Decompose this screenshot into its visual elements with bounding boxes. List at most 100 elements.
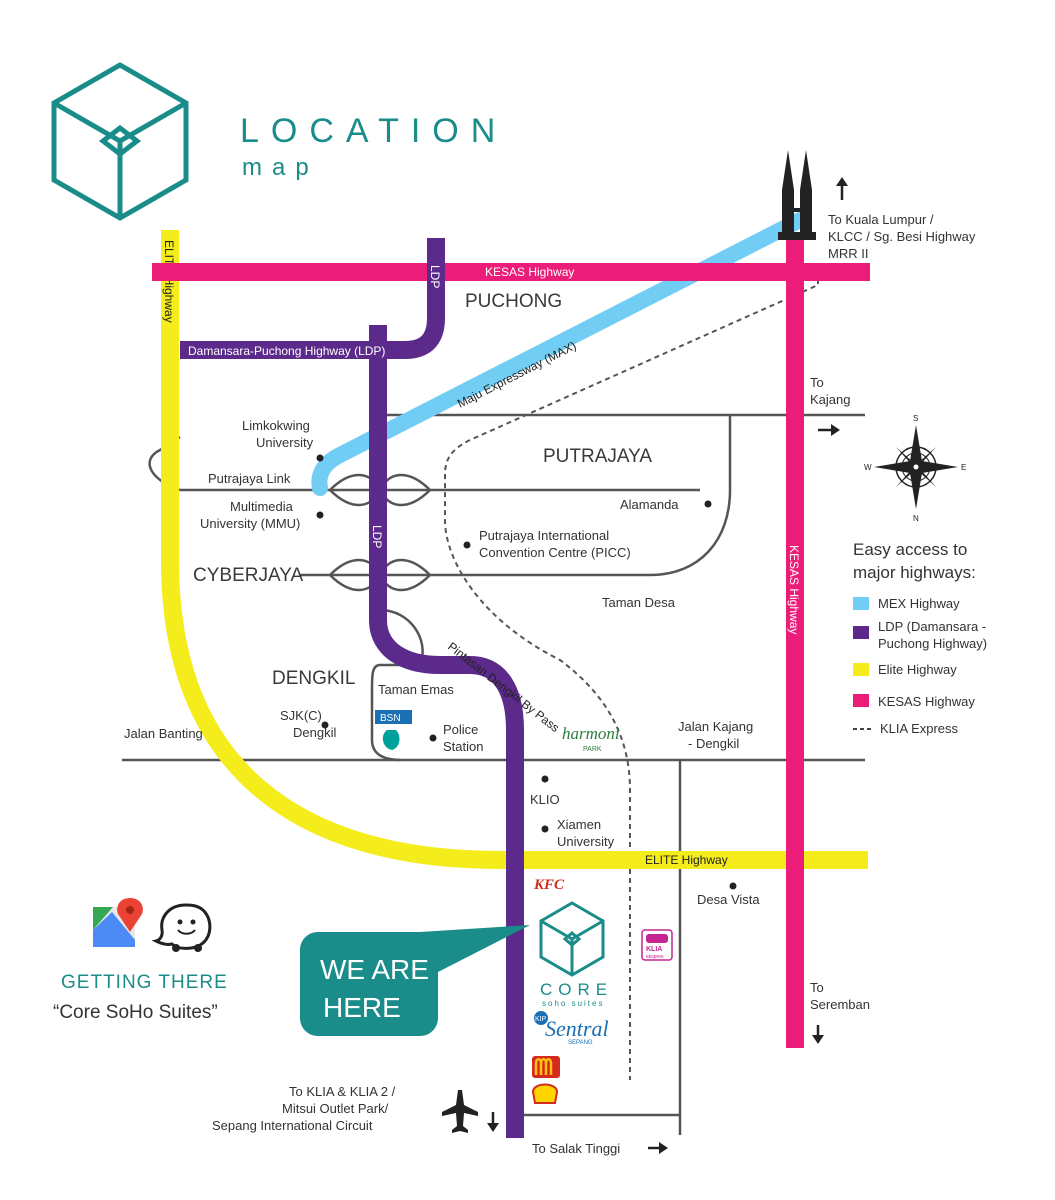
to-klia-line2: Mitsui Outlet Park/ xyxy=(282,1101,389,1116)
title-location: LOCATION xyxy=(240,112,507,150)
legend-title-2: major highways: xyxy=(853,563,976,582)
petronas-logo xyxy=(382,730,400,750)
compass-n: N xyxy=(913,514,919,523)
to-klia-line1: To KLIA & KLIA 2 / xyxy=(289,1084,396,1099)
airplane-icon xyxy=(442,1090,478,1133)
picc-line2: Convention Centre (PICC) xyxy=(479,545,631,560)
to-seremban-line2: Seremban xyxy=(810,997,870,1012)
area-cyberjaya: CYBERJAYA xyxy=(193,565,303,586)
xiamen-line2: University xyxy=(557,834,615,849)
legend-ldp-1: LDP (Damansara - xyxy=(878,619,986,634)
putrajaya-link: Putrajaya Link xyxy=(208,471,291,486)
sjkc-line1: SJK(C) xyxy=(280,708,322,723)
svg-text:KIP: KIP xyxy=(535,1016,547,1023)
legend-title-1: Easy access to xyxy=(853,540,967,559)
arrow-icon xyxy=(648,1142,668,1154)
ldp-highway-main xyxy=(369,325,524,1138)
compass-e: E xyxy=(961,463,966,472)
jalan-banting: Jalan Banting xyxy=(124,726,203,741)
cube-logo-icon xyxy=(51,62,189,221)
shell-logo xyxy=(531,1083,559,1104)
core-brand: CORE xyxy=(540,980,613,999)
xiamen-line1: Xiamen xyxy=(557,817,601,832)
we-are-here-callout: WE ARE HERE xyxy=(300,925,530,1036)
google-maps-icon[interactable] xyxy=(93,898,143,947)
legend-kesas: KESAS Highway xyxy=(878,694,975,709)
svg-text:Sentral: Sentral xyxy=(545,1016,609,1041)
legend-swatch-ldp xyxy=(853,626,869,639)
jalan-kajang-line2: - Dengkil xyxy=(688,736,739,751)
svg-text:SEPANG: SEPANG xyxy=(568,1040,593,1046)
to-salak-tinggi: To Salak Tinggi xyxy=(532,1141,620,1156)
getting-there-subtitle: “Core SoHo Suites” xyxy=(53,1002,218,1023)
mmu-line2: University (MMU) xyxy=(200,516,300,531)
svg-text:PARK: PARK xyxy=(583,746,602,753)
kip-sentral-logo: KIP Sentral SEPANG xyxy=(534,1011,609,1046)
klia-ekspres-logo: KLIA ekspres xyxy=(641,929,673,961)
ldp-label-top: LDP xyxy=(428,265,442,288)
arrow-icon xyxy=(836,177,848,200)
area-puchong: PUCHONG xyxy=(465,291,562,312)
ldp-branch-label: Damansara-Puchong Highway (LDP) xyxy=(188,344,385,358)
area-dengkil: DENGKIL xyxy=(272,668,355,689)
compass-w: W xyxy=(864,463,872,472)
taman-emas: Taman Emas xyxy=(378,682,454,697)
local-roads xyxy=(122,413,865,1135)
klia-express-line xyxy=(444,270,819,1080)
svg-text:KLIA: KLIA xyxy=(646,946,662,953)
picc-line1: Putrajaya International xyxy=(479,528,609,543)
pintasan-label: Pintasan Dengkil By Pass xyxy=(445,639,562,735)
legend-ldp-2: Puchong Highway) xyxy=(878,636,987,651)
desa-vista: Desa Vista xyxy=(697,892,760,907)
to-seremban-line1: To xyxy=(810,980,824,995)
legend-swatch-kesas xyxy=(853,694,869,707)
svg-text:ekspres: ekspres xyxy=(646,954,664,960)
mex-highway xyxy=(311,212,808,496)
taman-desa: Taman Desa xyxy=(602,595,676,610)
klio: KLIO xyxy=(530,792,560,807)
ldp-label-mid: LDP xyxy=(370,525,384,548)
area-putrajaya: PUTRAJAYA xyxy=(543,446,652,467)
place-markers xyxy=(316,454,737,890)
kfc-logo: KFC xyxy=(533,877,565,893)
core-logo-icon xyxy=(539,901,605,977)
kesas-label-v: KESAS Highway xyxy=(787,545,801,634)
legend: Easy access to major highways: MEX Highw… xyxy=(853,540,987,736)
to-kl-line2: KLCC / Sg. Besi Highway xyxy=(828,229,976,244)
kesas-label-h: KESAS Highway xyxy=(485,265,574,279)
core-brand-sub: soho suites xyxy=(542,999,604,1008)
compass-rose-icon: S N W E xyxy=(864,414,966,523)
waze-icon[interactable] xyxy=(151,903,212,952)
legend-swatch-elite xyxy=(853,663,869,676)
elite-highway xyxy=(161,230,868,869)
mcdonalds-logo xyxy=(532,1056,560,1078)
to-klia-line3: Sepang International Circuit xyxy=(212,1118,373,1133)
to-kajang-line1: To xyxy=(810,375,824,390)
to-kl-line1: To Kuala Lumpur / xyxy=(828,212,934,227)
to-kl-line3: MRR II xyxy=(828,246,868,261)
ldp-highway xyxy=(180,238,445,359)
jalan-kajang-line1: Jalan Kajang xyxy=(678,719,753,734)
to-kajang-line2: Kajang xyxy=(810,392,850,407)
elite-label-h: ELITE Highway xyxy=(645,853,728,867)
getting-there-title: GETTING THERE xyxy=(61,972,228,993)
arrow-icon xyxy=(812,1025,824,1044)
police-line2: Station xyxy=(443,739,483,754)
arrow-icon xyxy=(487,1112,499,1132)
elite-label-v: ELITE Highway xyxy=(162,240,176,323)
limkokwing-line2: University xyxy=(256,435,314,450)
legend-mex: MEX Highway xyxy=(878,596,960,611)
police-line1: Police xyxy=(443,722,478,737)
legend-swatch-mex xyxy=(853,597,869,610)
sjkc-line2: Dengkil xyxy=(293,725,336,740)
bsn-logo: BSN xyxy=(375,710,412,724)
title-map: map xyxy=(242,154,319,181)
harmoni-park-logo: harmoni PARK xyxy=(562,724,620,753)
callout-line2: HERE xyxy=(323,992,401,1023)
legend-klia: KLIA Express xyxy=(880,721,959,736)
callout-line1: WE ARE xyxy=(320,954,429,985)
limkokwing-line1: Limkokwing xyxy=(242,418,310,433)
arrow-icon xyxy=(818,424,840,436)
compass-s: S xyxy=(913,414,918,423)
